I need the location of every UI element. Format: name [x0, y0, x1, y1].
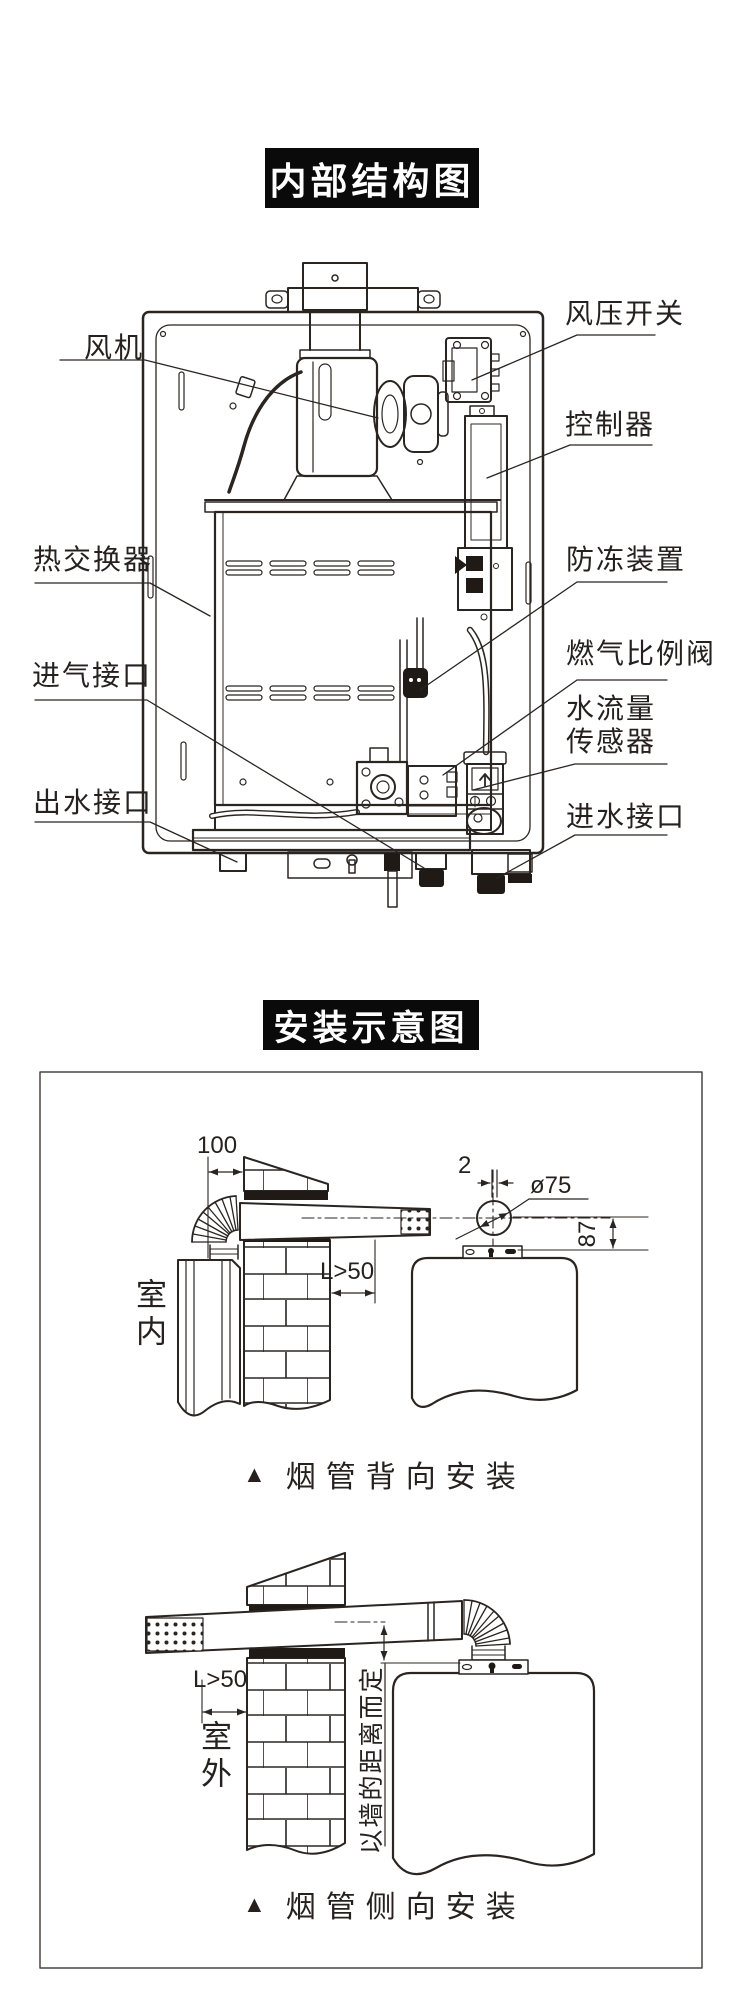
label-water-inlet: 进水接口: [566, 801, 687, 832]
water-flow-sensor-part: [463, 751, 507, 835]
label-gas-inlet: 进气接口: [32, 660, 153, 691]
room-label-indoor: 室内: [131, 1278, 166, 1352]
installation-frame: [39, 1071, 703, 1969]
note-wall-distance: 以墙的距离而定: [358, 1665, 386, 1855]
section-title-installation-text: 安装示意图: [273, 1008, 469, 1048]
side-install-diagram: [145, 1552, 596, 1876]
corrugated-elbow-rear: [191, 1195, 239, 1243]
label-water-flow-sensor: 水流量 传感器: [566, 692, 656, 758]
flue-pipe-perforated-tip: [400, 1209, 430, 1235]
label-controller: 控制器: [565, 409, 656, 440]
gas-proportional-valve-part: [355, 747, 458, 817]
leader-antifreeze: [419, 581, 668, 691]
leader-heat-exchanger: [34, 582, 211, 617]
leader-lines: [34, 334, 668, 879]
internal-structure-drawing: [34, 262, 668, 908]
leader-water-outlet: [34, 821, 238, 863]
dim-distance-below-center: 87: [574, 1220, 601, 1248]
flue-pipe-perforated-tip-side: [146, 1617, 204, 1652]
wiring-cable: [227, 370, 303, 494]
heater-side-view: [177, 1259, 241, 1417]
fan-motor: [403, 375, 439, 453]
dim-flue-diameter: ø75: [530, 1172, 572, 1199]
section-title-internal-structure-text: 内部结构图: [269, 161, 475, 202]
leader-water-inlet: [496, 834, 668, 879]
heater-back-view: [410, 1256, 579, 1409]
section-title-internal-structure: 内部结构图: [265, 148, 479, 208]
heater-front-view: [391, 1671, 596, 1876]
leader-fan: [59, 359, 379, 419]
label-water-flow-sensor-line1: 水流量: [566, 693, 657, 724]
caption-rear-install-text: 烟管背向安装: [285, 1461, 526, 1494]
room-label-outdoor: 室外: [196, 1720, 231, 1794]
air-pressure-switch-part: [442, 337, 500, 403]
corrugated-elbow-side: [463, 1599, 511, 1647]
flue-pipe-rear: [239, 1202, 431, 1241]
section-title-installation: 安装示意图: [263, 1000, 479, 1050]
fan-housing: [295, 356, 379, 478]
label-water-outlet: 出水接口: [33, 787, 154, 818]
water-outlet-connector: [219, 852, 247, 872]
caption-rear-install: ▲ 烟管背向安装: [243, 1452, 526, 1496]
dim-protrusion-side: L>50: [193, 1666, 248, 1693]
triangle-marker: ▲: [243, 1460, 266, 1487]
triangle-marker: ▲: [243, 1890, 266, 1917]
flue-collar: [302, 262, 368, 311]
dim-gap: 2: [458, 1152, 472, 1179]
caption-side-install: ▲ 烟管侧向安装: [243, 1882, 526, 1926]
rear-install-diagram: [177, 1156, 649, 1417]
controller-part: [455, 405, 513, 621]
label-antifreeze-device: 防冻装置: [566, 544, 687, 575]
leader-gas-valve: [442, 679, 668, 776]
leader-air-pressure-switch: [471, 334, 656, 381]
installation-drawing: [39, 1071, 703, 1969]
flue-hole-circle: [476, 1200, 512, 1236]
leader-gas-inlet: [34, 699, 425, 869]
label-air-pressure-switch: 风压开关: [565, 298, 686, 329]
label-heat-exchanger: 热交换器: [33, 544, 154, 575]
leader-controller: [486, 444, 653, 479]
label-gas-proportional-valve: 燃气比例阀: [566, 638, 717, 669]
antifreeze-heater-clamp: [403, 668, 428, 698]
dim-protrusion-rear: L>50: [320, 1258, 375, 1285]
label-fan: 风机: [84, 332, 145, 363]
drain-pipe: [387, 870, 398, 908]
dim-wall-offset: 100: [197, 1132, 238, 1159]
leader-flow-sensor: [472, 763, 668, 791]
label-water-flow-sensor-line2: 传感器: [566, 726, 657, 757]
caption-side-install-text: 烟管侧向安装: [285, 1891, 526, 1924]
